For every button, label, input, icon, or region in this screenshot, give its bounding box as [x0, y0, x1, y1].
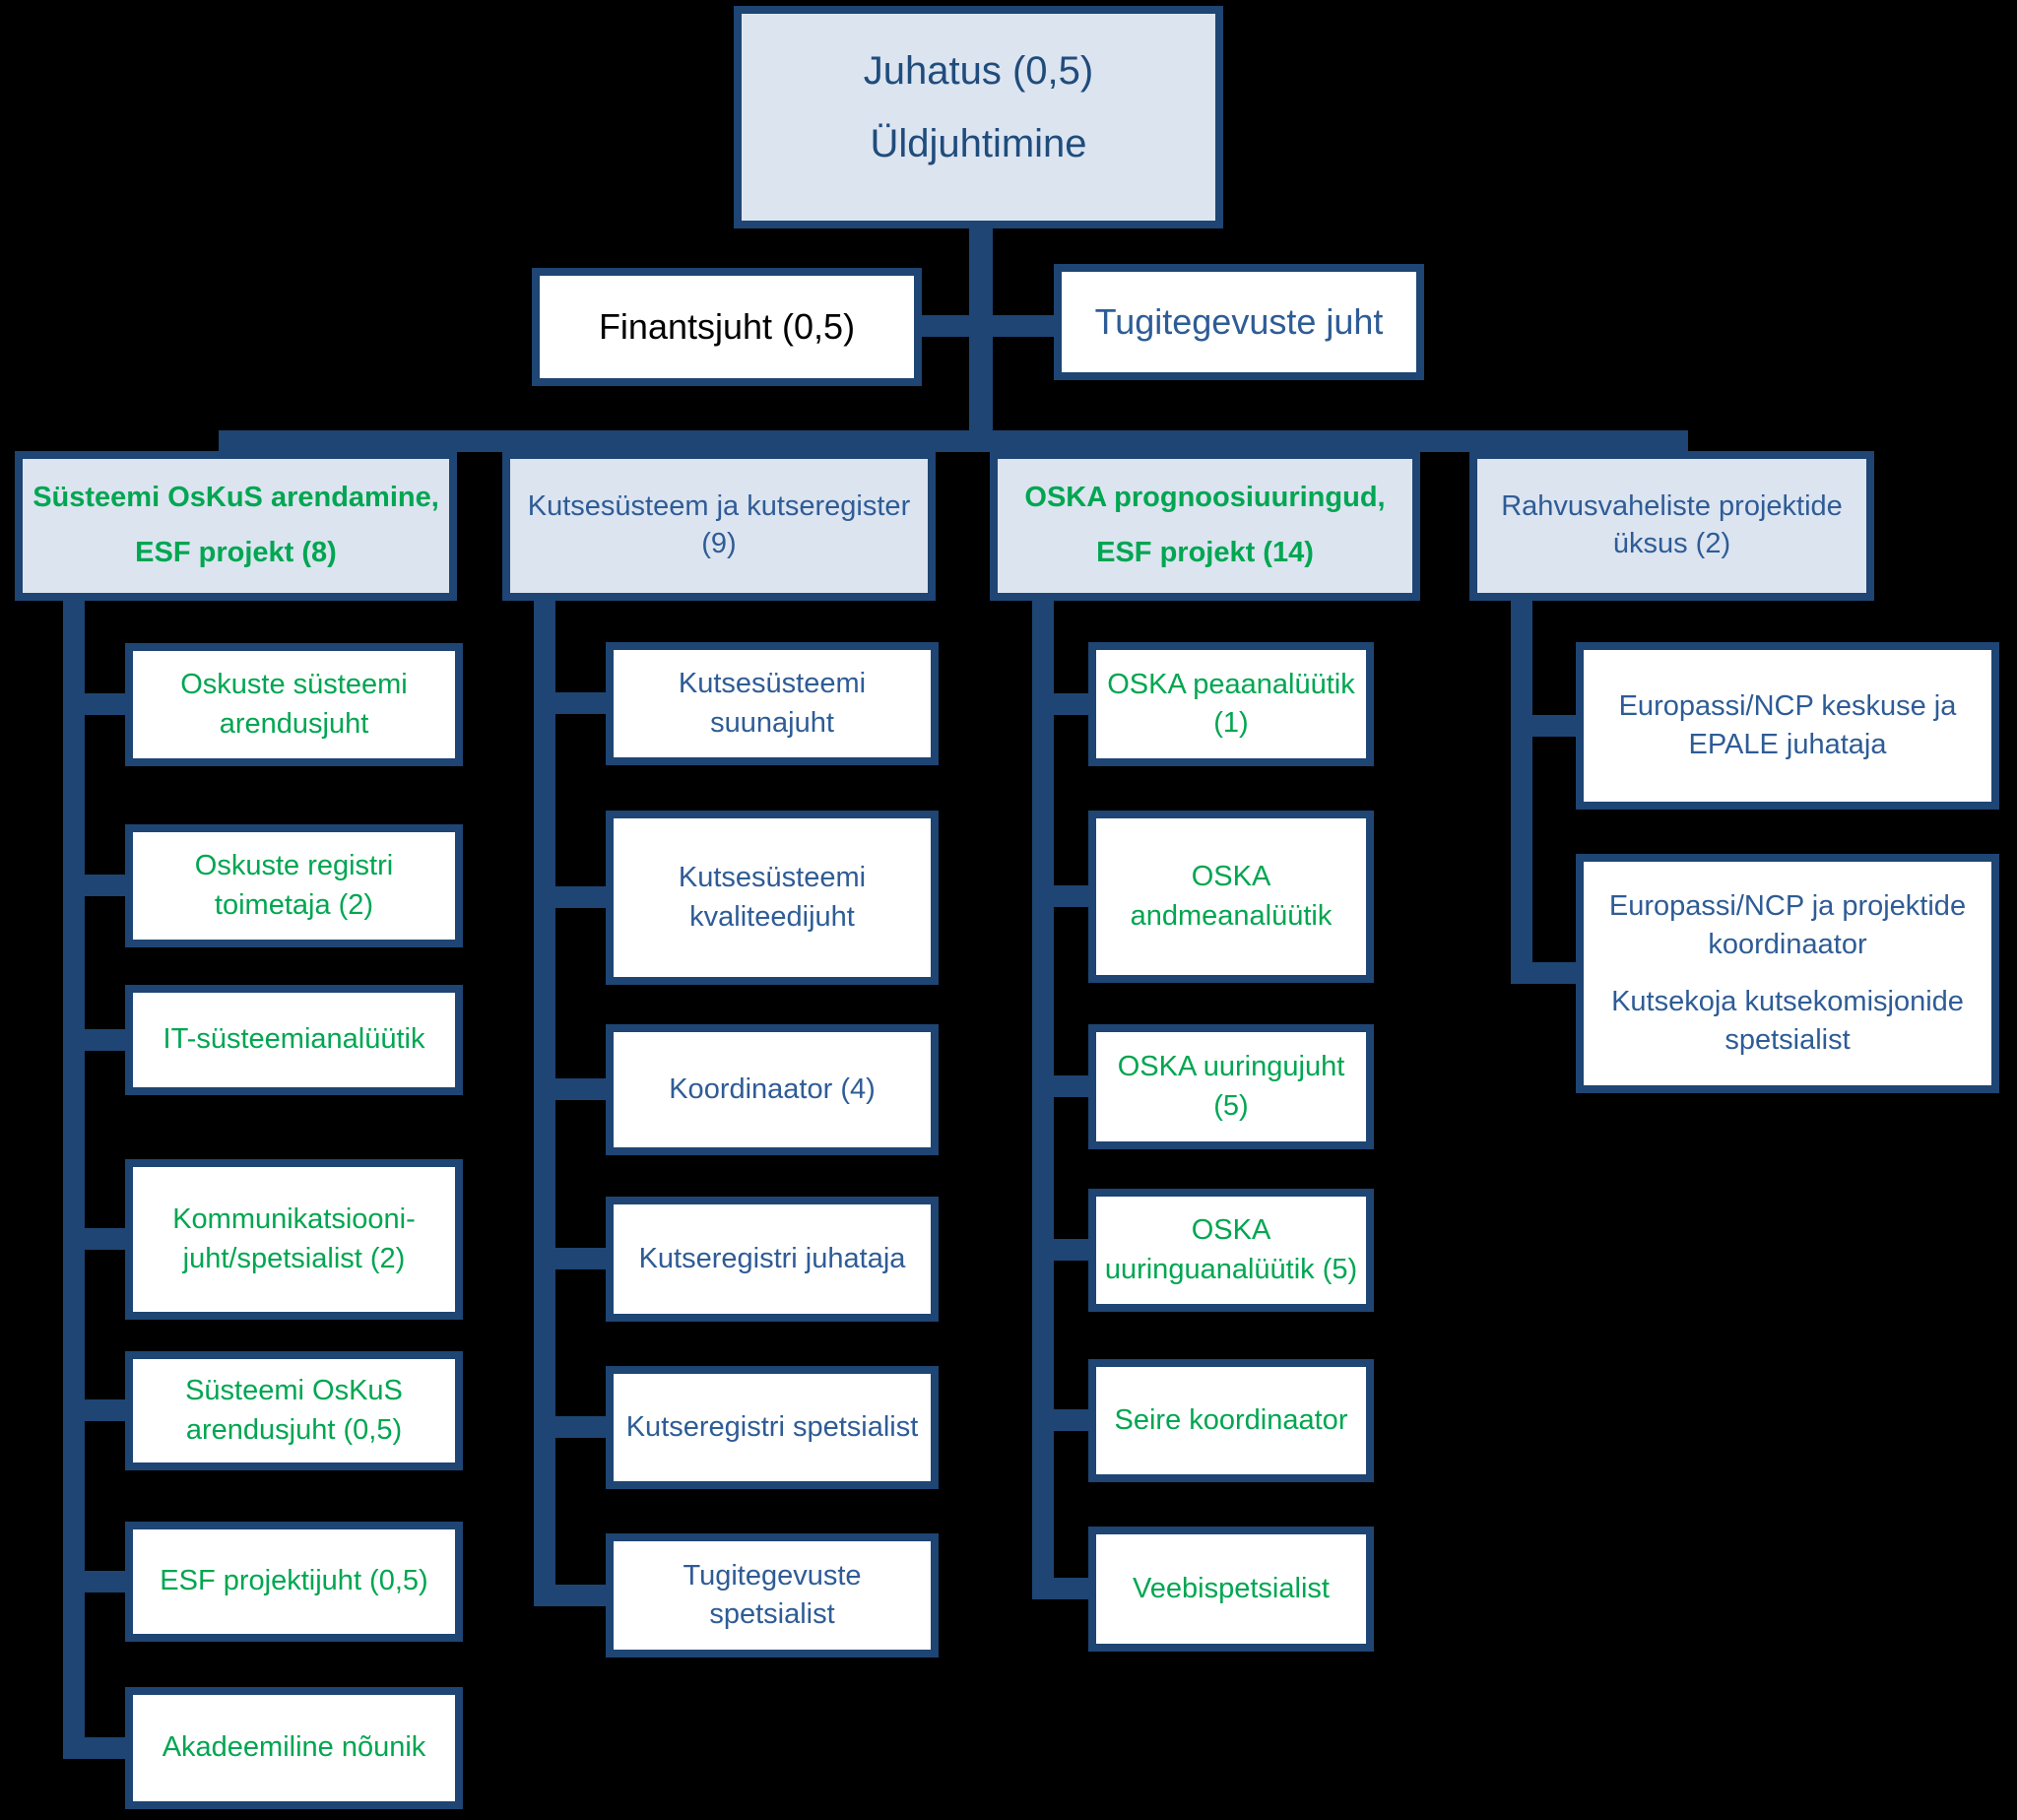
dept-box-oska: OSKA prognoosiuuringud, ESF projekt (14) — [990, 451, 1420, 601]
box-label: Seire koordinaator — [1114, 1403, 1348, 1436]
connector-stub — [555, 1416, 606, 1438]
connector-stub — [555, 1585, 606, 1606]
connector-spine-col2 — [534, 596, 555, 1606]
connector-stub — [555, 1078, 606, 1100]
staff-box: Kutsesüsteemi suunajuht — [606, 642, 939, 765]
box-label: Kutsesüsteem ja kutseregister (9) — [527, 490, 911, 559]
box-label: Tugitegevuste juht — [1094, 300, 1384, 342]
staff-box: Kommunikatsiooni-juht/spetsialist (2) — [125, 1159, 463, 1320]
connector-stub — [85, 1571, 125, 1592]
box-tugitegevuste-juht: Tugitegevuste juht — [1054, 264, 1424, 380]
box-label: Süsteemi OsKuS arendusjuht (0,5) — [185, 1375, 403, 1446]
connector-stub — [1054, 1239, 1088, 1261]
box-label: Kutsesüsteemi kvaliteedijuht — [678, 862, 867, 933]
connector-stub — [1054, 1409, 1088, 1431]
connector-stub — [555, 886, 606, 908]
connector-distribution-line — [219, 430, 1688, 452]
staff-box: OSKA andmeanalüütik — [1088, 811, 1374, 983]
box-label: OSKA andmeanalüütik — [1130, 861, 1333, 932]
box-label: Kommunikatsiooni-juht/spetsialist (2) — [172, 1203, 416, 1274]
staff-box: OSKA peaanalüütik (1) — [1088, 642, 1374, 766]
connector-stub — [85, 875, 125, 896]
box-label: Akadeemiline nõunik — [162, 1731, 426, 1764]
box-label: OSKA uuringujuht (5) — [1117, 1051, 1345, 1122]
staff-box: Europassi/NCP ja projektide koordinaator… — [1576, 854, 1999, 1093]
staff-box: ESF projektijuht (0,5) — [125, 1522, 463, 1642]
box-label: OSKA peaanalüütik (1) — [1107, 668, 1355, 739]
box-label: Finantsjuht (0,5) — [598, 305, 856, 347]
staff-box: Süsteemi OsKuS arendusjuht (0,5) — [125, 1351, 463, 1470]
connector-stub — [1532, 962, 1576, 984]
connector-stub — [555, 1248, 606, 1269]
staff-box: Kutseregistri juhataja — [606, 1197, 939, 1322]
box-label: Koordinaator (4) — [669, 1072, 876, 1105]
box-label: ESF projektijuht (0,5) — [160, 1565, 428, 1597]
box-label: Kutseregistri juhataja — [638, 1242, 906, 1274]
staff-box: Kutseregistri spetsialist — [606, 1366, 939, 1489]
connector-spine-col3 — [1032, 596, 1054, 1599]
connector-trunk — [969, 223, 993, 452]
box-label: OSKA uuringuanalüütik (5) — [1104, 1214, 1358, 1285]
box-label: Veebispetsialist — [1133, 1572, 1330, 1604]
connector-spine-col4 — [1511, 596, 1532, 984]
box-label: Europassi/NCP ja projektide koordinaator — [1608, 890, 1967, 961]
staff-box: Seire koordinaator — [1088, 1359, 1374, 1482]
dept-box-rahvusvahelised: Rahvusvaheliste projektide üksus (2) — [1469, 451, 1874, 601]
staff-box: OSKA uuringujuht (5) — [1088, 1024, 1374, 1149]
staff-box: Oskuste registri toimetaja (2) — [125, 824, 463, 947]
connector-stub — [85, 1399, 125, 1421]
box-juhatus: Juhatus (0,5) Üldjuhtimine — [734, 6, 1223, 228]
box-label: Rahvusvaheliste projektide üksus (2) — [1501, 490, 1843, 559]
connector-stub — [1054, 693, 1088, 715]
staff-box: Europassi/NCP keskuse ja EPALE juhataja — [1576, 642, 1999, 810]
connector-stub — [555, 692, 606, 714]
box-label: Kutsesüsteemi suunajuht — [678, 668, 867, 739]
box-label: Kutsekoja kutsekomisjonide spetsialist — [1611, 985, 1964, 1056]
staff-box: OSKA uuringuanalüütik (5) — [1088, 1189, 1374, 1312]
connector-stub — [1054, 1578, 1088, 1599]
connector-stub — [1532, 715, 1576, 737]
connector-stub — [85, 1737, 125, 1759]
connector-stub — [85, 1029, 125, 1051]
box-label-line: ESF projekt (14) — [1096, 537, 1314, 568]
staff-box: Akadeemiline nõunik — [125, 1687, 463, 1809]
box-label: Europassi/NCP keskuse ja EPALE juhataja — [1618, 689, 1957, 760]
connector-stub — [85, 1228, 125, 1250]
box-label: Oskuste registri toimetaja (2) — [194, 850, 394, 921]
box-label-line: ESF projekt (8) — [135, 537, 337, 568]
dept-box-kutsesusteem: Kutsesüsteem ja kutseregister (9) — [502, 451, 936, 601]
box-label-line: Süsteemi OsKuS arendamine, — [33, 482, 439, 514]
box-label: Kutseregistri spetsialist — [625, 1410, 919, 1443]
staff-box: Kutsesüsteemi kvaliteedijuht — [606, 811, 939, 985]
connector-stub — [1054, 885, 1088, 907]
connector-spine-col1 — [63, 596, 85, 1759]
connector-stub — [1054, 1075, 1088, 1097]
staff-box: IT-süsteemianalüütik — [125, 985, 463, 1095]
staff-box: Veebispetsialist — [1088, 1527, 1374, 1652]
box-label: Tugitegevuste spetsialist — [683, 1559, 862, 1630]
box-label-line: Juhatus (0,5) — [863, 49, 1094, 93]
staff-box: Oskuste süsteemi arendusjuht — [125, 643, 463, 766]
box-label: IT-süsteemianalüütik — [163, 1023, 425, 1056]
connector-tugitegevuste — [993, 315, 1054, 337]
dept-box-susteemi-oskus: Süsteemi OsKuS arendamine, ESF projekt (… — [15, 451, 457, 601]
box-label-line: Üldjuhtimine — [870, 122, 1087, 165]
staff-box: Koordinaator (4) — [606, 1024, 939, 1155]
box-finantsjuht: Finantsjuht (0,5) — [532, 268, 922, 386]
box-label: Oskuste süsteemi arendusjuht — [180, 669, 408, 740]
connector-stub — [85, 693, 125, 715]
staff-box: Tugitegevuste spetsialist — [606, 1533, 939, 1658]
box-label-line: OSKA prognoosiuuringud, — [1024, 482, 1386, 514]
connector-finantsjuht — [911, 315, 970, 337]
